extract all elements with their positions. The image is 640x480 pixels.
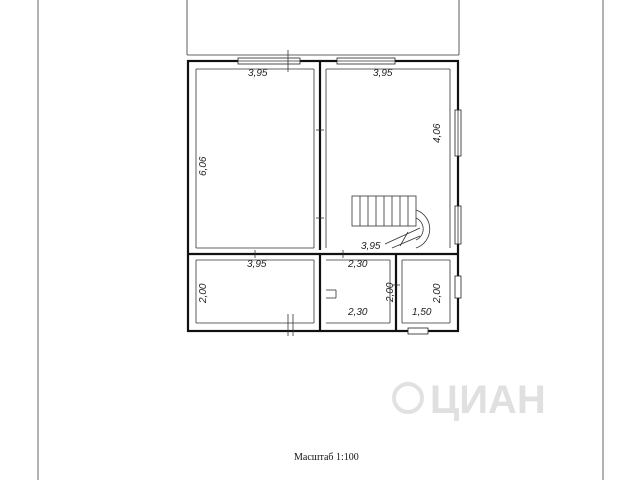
- dim-hall-side: 2,00: [385, 282, 396, 303]
- watermark-text: ЦИАН: [430, 378, 546, 422]
- dim-hall-top: 2,30: [347, 259, 368, 270]
- windows: [237, 57, 462, 335]
- openings: [254, 50, 400, 336]
- dim-room1-width: 3,95: [248, 68, 268, 79]
- dim-hall-bottom: 2,30: [347, 307, 368, 318]
- interior-walls: [188, 61, 458, 331]
- dim-room2-width: 3,95: [373, 68, 393, 79]
- dim-bath-length: 2,00: [432, 283, 443, 304]
- exterior-walls: [186, 59, 460, 333]
- dim-room3-width: 3,95: [247, 259, 267, 270]
- scale-label: Масштаб 1:100: [294, 452, 359, 463]
- dim-stair-width: 3,95: [361, 241, 381, 252]
- dimension-labels: 3,95 3,95 6,06 4,06 3,95 3,95 2,00 2,30 …: [198, 68, 443, 318]
- dim-bath-width: 1,50: [412, 307, 432, 318]
- watermark: ЦИАН: [392, 378, 546, 422]
- window-bath: [454, 275, 462, 299]
- window-bottom-bath: [407, 327, 429, 335]
- dim-room2-length: 4,06: [432, 123, 443, 143]
- dim-room1-length: 6,06: [198, 156, 209, 176]
- staircase: [351, 195, 431, 249]
- dim-room3-length: 2,00: [198, 283, 209, 304]
- upper-outline: [186, 0, 460, 56]
- watermark-logo-icon: [392, 382, 424, 414]
